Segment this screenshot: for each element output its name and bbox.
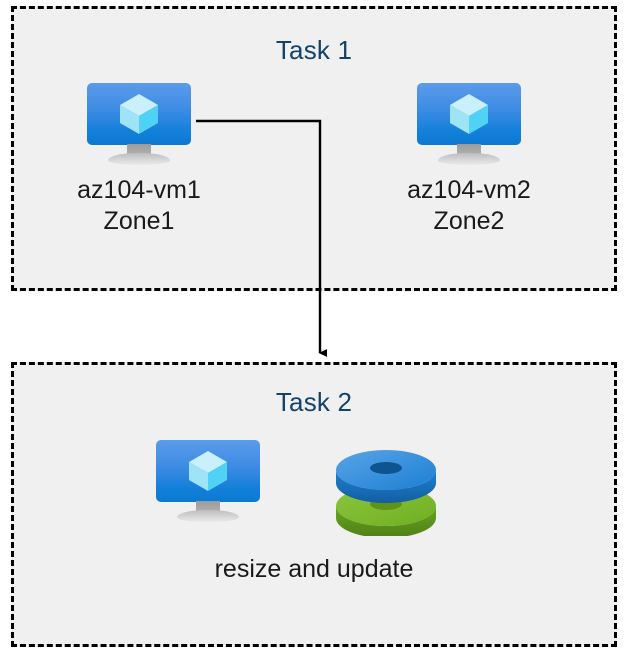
azure-disks-icon[interactable] (332, 444, 440, 536)
vm-stand-base (438, 153, 500, 165)
task-2-container: Task 2 (11, 362, 617, 647)
task-1-container: Task 1 az104-vm1 Zone1 (11, 6, 617, 291)
cube-glyph (189, 451, 227, 491)
task-2-title: Task 2 (275, 387, 353, 417)
azure-vm-icon (156, 440, 260, 522)
vm-stand-base (108, 153, 170, 165)
vm-node-az104-vm1[interactable]: az104-vm1 Zone1 (54, 83, 224, 237)
vm-stand-base (177, 510, 239, 522)
vm-zone-label: Zone1 (103, 207, 175, 235)
vm-node-az104-vm2[interactable]: az104-vm2 Zone2 (384, 83, 554, 237)
vm-name-label: az104-vm2 (407, 176, 531, 204)
task-2-icon-row (0, 440, 628, 540)
task-1-title: Task 1 (275, 35, 353, 65)
cube-glyph (450, 94, 488, 134)
cube-glyph (120, 94, 158, 134)
task-2-caption: resize and update (214, 555, 414, 583)
disk-blue (336, 450, 436, 503)
vm-label-block: az104-vm1 Zone1 (54, 175, 224, 237)
azure-vm-icon (417, 83, 521, 165)
vm-screen (156, 440, 260, 502)
vm-name-label: az104-vm1 (77, 176, 201, 204)
vm-zone-label: Zone2 (433, 207, 505, 235)
vm-label-block: az104-vm2 Zone2 (384, 175, 554, 237)
vm-screen (417, 83, 521, 145)
task-2-vm-node[interactable] (156, 440, 260, 522)
azure-vm-icon (87, 83, 191, 165)
vm-screen (87, 83, 191, 145)
